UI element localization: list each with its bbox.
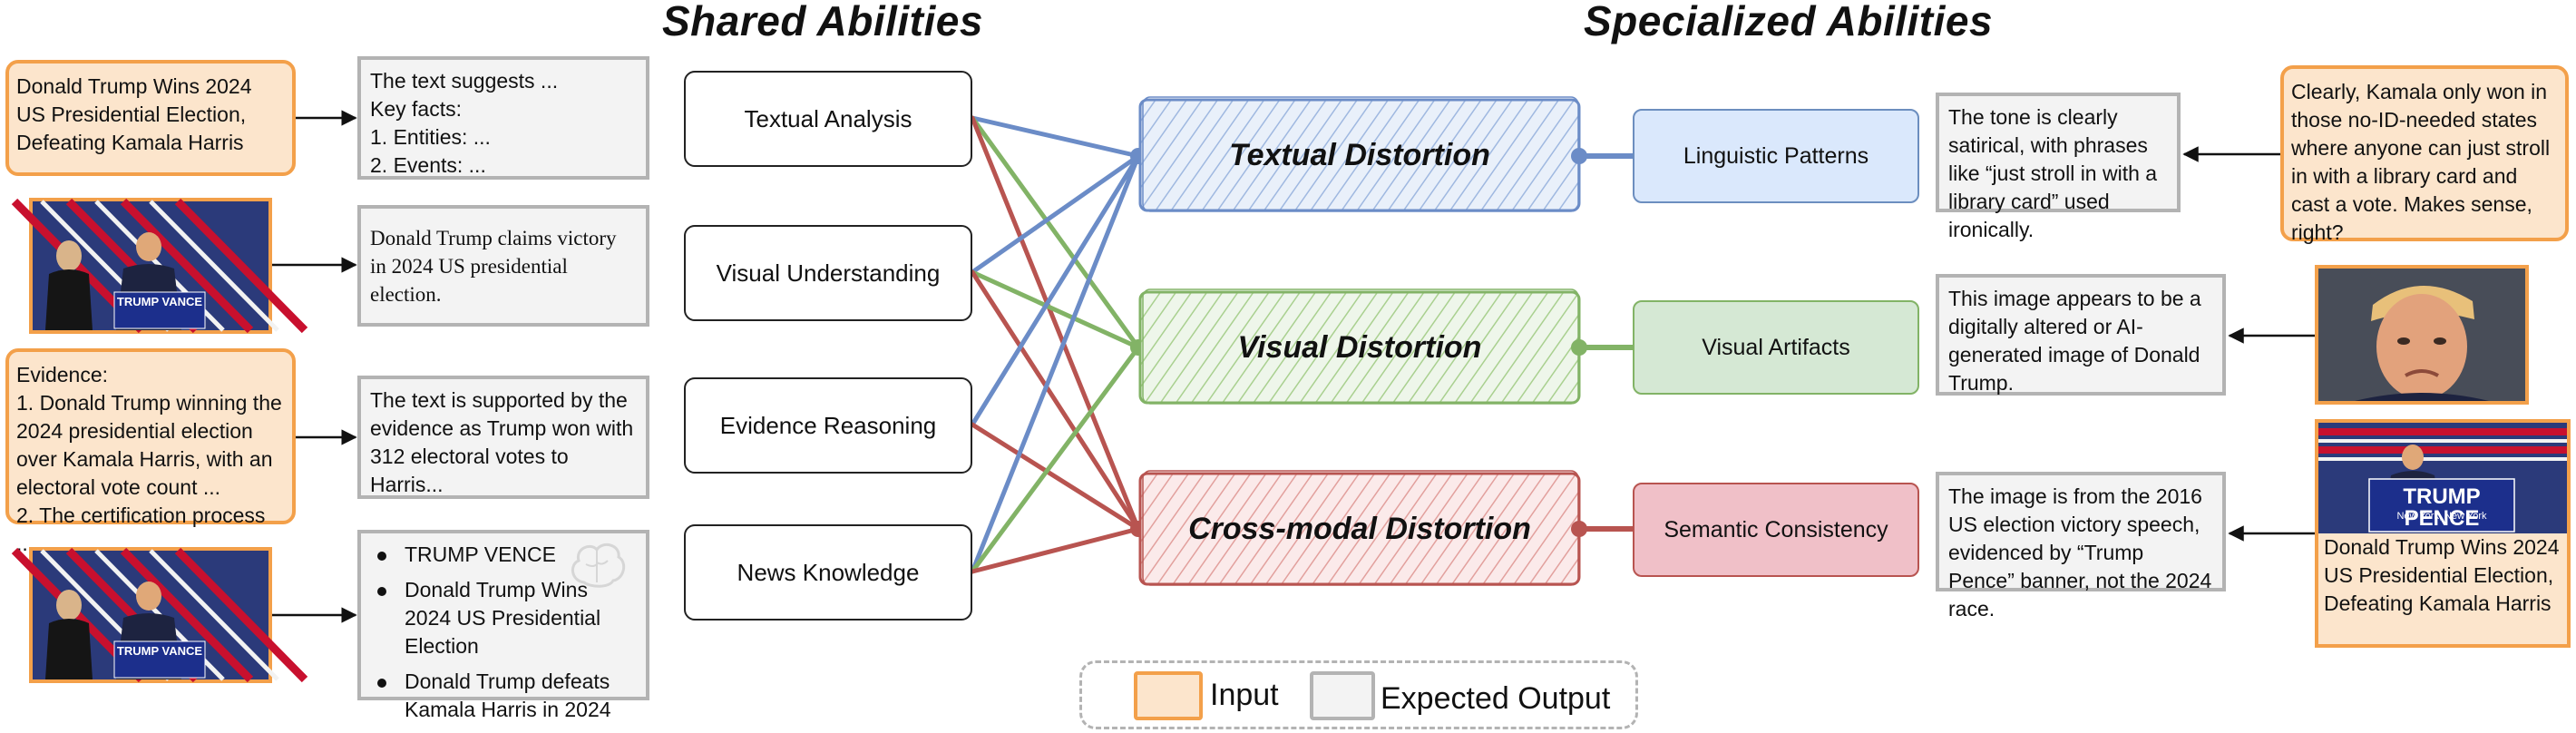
output-artifacts-text: This image appears to be a digitally alt… (1948, 287, 2201, 395)
brain-icon (571, 542, 626, 588)
spec-semantic-consistency: Semantic Consistency (1633, 483, 1919, 577)
ability-links (970, 115, 1141, 574)
ability-label: Visual Understanding (716, 259, 941, 287)
list-item: Donald Trump Wins 2024 US Presidential E… (370, 576, 637, 660)
photo-banner-text-1: TRUMP VANCE (116, 295, 203, 308)
ability-news-knowledge: News Knowledge (684, 524, 972, 621)
output-linguistic: The tone is clearly satirical, with phra… (1936, 93, 2181, 241)
output-line: 1. Entities: ... (370, 125, 491, 149)
trump-pence-subbanner: New York, New York (2396, 511, 2487, 522)
distortion-label: Cross-modal Distortion (1188, 511, 1531, 546)
spec-visual-artifacts: Visual Artifacts (1633, 300, 1919, 395)
trump-pence-photo-icon (2318, 423, 2567, 533)
legend-output-swatch (1310, 671, 1375, 720)
input-headline-text: Donald Trump Wins 2024 US Presidential E… (16, 74, 252, 154)
output-visual-artifacts: This image appears to be a digitally alt… (1936, 274, 2226, 396)
distortion-label: Visual Distortion (1237, 329, 1482, 365)
trump-vance-photo-icon (11, 547, 308, 683)
output-semantic-text: The image is from the 2016 US election v… (1948, 484, 2212, 621)
pence-caption-text: Donald Trump Wins 2024 US Presidential E… (2324, 535, 2560, 615)
output-line: The text suggests ... (370, 69, 559, 93)
ai-portrait-icon (2318, 269, 2525, 401)
spec-label: Visual Artifacts (1702, 334, 1850, 360)
ability-evidence-reasoning: Evidence Reasoning (684, 377, 972, 474)
ability-label: Textual Analysis (744, 104, 912, 132)
spec-linguistic-patterns: Linguistic Patterns (1633, 109, 1919, 203)
output-textual-analysis: The text suggests ... Key facts: 1. Enti… (357, 56, 649, 180)
evidence-label: Evidence: (16, 363, 109, 386)
input-photo-trump-pence: TRUMP PENCE New York, New York (2315, 419, 2571, 533)
output-evidence-reasoning: The text is supported by the evidence as… (357, 376, 649, 499)
input-satirical-text-box: Clearly, Kamala only won in those no-ID-… (2280, 65, 2569, 244)
photo-banner-text-2: TRUMP VANCE (116, 644, 203, 658)
legend-input-swatch (1134, 671, 1203, 720)
evidence-item-1: 1. Donald Trump winning the 2024 preside… (16, 391, 282, 499)
trump-vance-photo-icon (11, 198, 308, 334)
list-item: Donald Trump defeats Kamala Harris in 20… (370, 668, 637, 724)
news-keywords-list: TRUMP VENCE Donald Trump Wins 2024 US Pr… (370, 541, 637, 724)
input-photo-trump-vance-2: TRUMP VANCE (11, 547, 308, 683)
distortion-label: Textual Distortion (1229, 137, 1490, 172)
ability-visual-understanding: Visual Understanding (684, 225, 972, 321)
visual-distortion: Visual Distortion (1140, 292, 1579, 403)
output-visual-text: Donald Trump claims victory in 2024 US p… (370, 226, 617, 306)
output-news-knowledge: TRUMP VENCE Donald Trump Wins 2024 US Pr… (357, 530, 649, 721)
input-pence-caption: Donald Trump Wins 2024 US Presidential E… (2315, 533, 2571, 648)
input-headline-box: Donald Trump Wins 2024 US Presidential E… (5, 60, 296, 176)
output-linguistic-text: The tone is clearly satirical, with phra… (1948, 105, 2158, 241)
spec-label: Linguistic Patterns (1683, 142, 1869, 169)
ability-label: Evidence Reasoning (719, 411, 937, 439)
shared-abilities-title: Shared Abilities (662, 0, 983, 44)
legend-input-label: Input (1210, 678, 1279, 712)
output-evidence-text: The text is supported by the evidence as… (370, 388, 634, 496)
specialized-abilities-title: Specialized Abilities (1584, 0, 1994, 44)
input-satirical-text: Clearly, Kamala only won in those no-ID-… (2291, 80, 2551, 244)
output-line: 2. Events: ... (370, 153, 486, 177)
output-semantic: The image is from the 2016 US election v… (1936, 472, 2226, 621)
ability-label: News Knowledge (737, 558, 920, 586)
legend-output-label: Expected Output (1381, 681, 1611, 716)
output-visual-understanding: Donald Trump claims victory in 2024 US p… (357, 205, 649, 327)
legend (1079, 660, 1638, 729)
list-item: TRUMP VENCE (370, 541, 637, 569)
ability-textual-analysis: Textual Analysis (684, 71, 972, 167)
input-photo-ai-portrait (2315, 265, 2529, 405)
evidence-item-2: 2. The certification process ... (16, 503, 266, 555)
output-line: Key facts: (370, 97, 462, 121)
spec-label: Semantic Consistency (1664, 516, 1888, 542)
trump-pence-banner: TRUMP PENCE (2403, 484, 2481, 531)
crossmodal-distortion: Cross-modal Distortion (1140, 474, 1579, 584)
input-photo-trump-vance-1: TRUMP VANCE (11, 198, 308, 334)
textual-distortion: Textual Distortion (1140, 100, 1579, 210)
input-evidence-box: Evidence: 1. Donald Trump winning the 20… (5, 348, 296, 555)
